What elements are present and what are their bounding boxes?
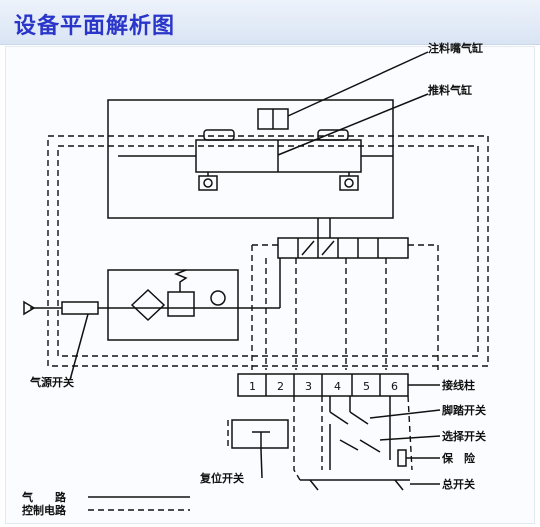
air-switch [61,301,99,315]
label-select-switch: 选择开关 [442,429,486,443]
terminal-1: 1 [249,380,256,393]
terminal-3: 3 [305,380,312,393]
page-title: 设备平面解析图 [14,14,176,39]
terminal-2: 2 [277,380,284,393]
fuse [397,449,407,467]
reset-switch [231,419,289,449]
label-terminal: 接线柱 [442,378,475,392]
solenoid-valve [277,237,409,259]
terminal-4: 4 [334,380,341,393]
label-push-cylinder: 推料气缸 [428,83,472,97]
label-foot-switch: 脚踏开关 [442,403,486,417]
diagram-frame [5,46,535,524]
label-fuse: 保 险 [441,451,476,465]
label-reset-switch: 复位开关 [199,471,244,485]
label-nozzle-cylinder: 注料嘴气缸 [428,41,483,55]
label-main-switch: 总开关 [442,477,475,491]
terminal-5: 5 [363,380,370,393]
machine-frame [107,99,394,219]
terminal-6: 6 [391,380,398,393]
label-air-switch: 气源开关 [29,375,74,389]
title-bar: 设备平面解析图 [0,0,540,45]
control-wiring [47,135,489,367]
legend-control: 控制电路 [22,503,67,517]
legend-air: 气 路 [21,490,67,504]
frl-unit [107,269,239,341]
terminal-block [237,373,409,397]
